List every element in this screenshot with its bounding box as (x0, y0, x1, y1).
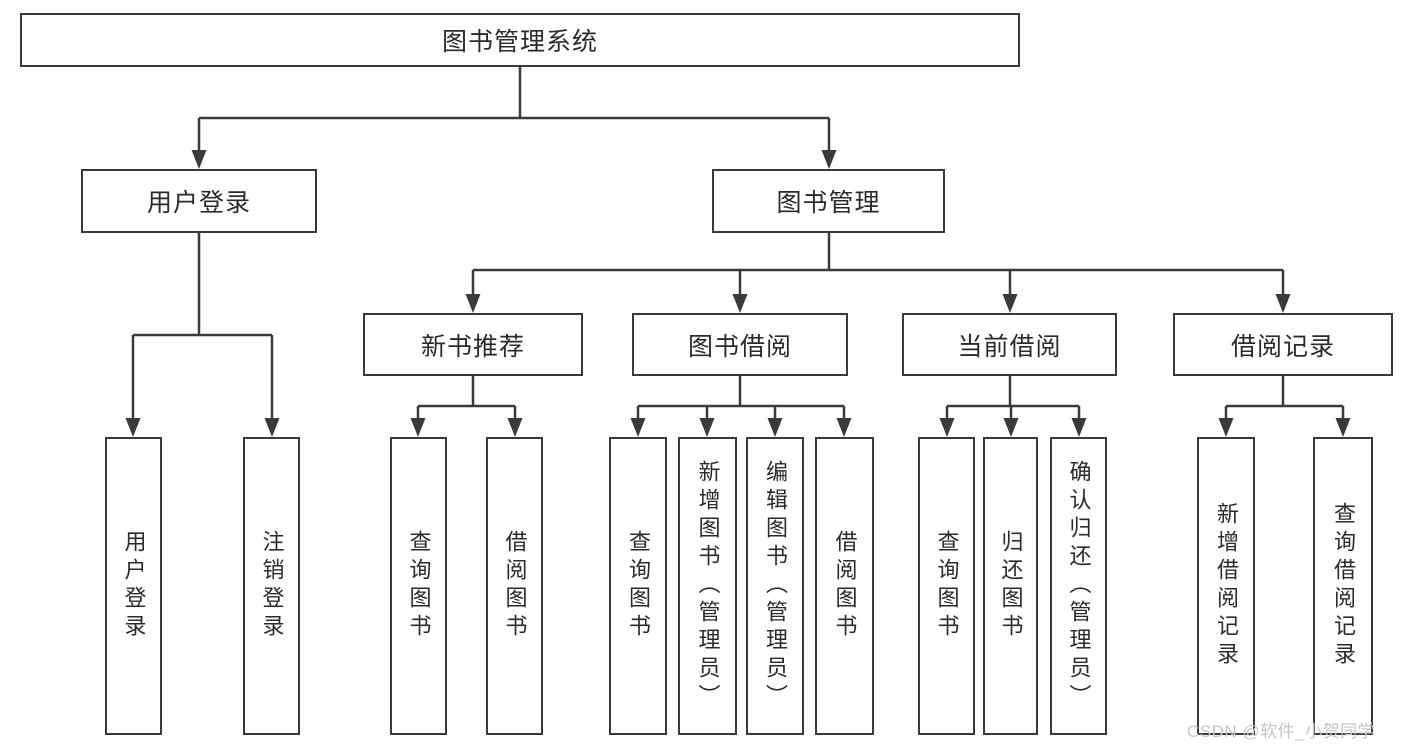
leaf-add-borrow-record: 新增借阅记录 (1197, 437, 1255, 735)
arrowheads-level2 (465, 294, 1291, 313)
leaf-borrow-books-2-label: 借阅图书 (832, 530, 858, 642)
leaf-query-books-2-label: 查询图书 (626, 530, 651, 642)
leaf-query-borrow-record: 查询借阅记录 (1313, 437, 1373, 735)
node-current-borrowing: 当前借阅 (902, 313, 1117, 376)
leaf-borrow-books-2: 借阅图书 (815, 437, 874, 735)
leaf-query-borrow-record-label: 查询借阅记录 (1331, 502, 1356, 670)
leaf-confirm-return-admin: 确认归还（管理员） (1050, 437, 1107, 735)
leaf-query-books-1: 查询图书 (390, 437, 447, 735)
connector-root-to-level1 (197, 67, 831, 152)
leaf-edit-books-admin: 编辑图书（管理员） (746, 437, 804, 735)
connector-userlogin-to-leaves (131, 233, 274, 420)
node-borrowing-records-label: 借阅记录 (1230, 332, 1335, 361)
arrowheads-borrowrec-leaves (1218, 418, 1351, 437)
node-root-label: 图书管理系统 (441, 28, 598, 56)
node-book-management: 图书管理 (712, 169, 945, 233)
node-book-borrowing-label: 图书借阅 (687, 332, 792, 361)
leaf-add-books-admin: 新增图书（管理员） (678, 437, 737, 735)
node-book-borrowing: 图书借阅 (632, 313, 848, 376)
leaf-query-books-2: 查询图书 (609, 437, 667, 735)
leaf-confirm-return-admin-label: 确认归还（管理员） (1066, 460, 1092, 712)
csdn-watermark: CSDN @软件_小贺同学 (1187, 722, 1376, 741)
connector-bookborrow-to-leaves (636, 376, 846, 420)
leaf-user-login-label: 用户登录 (121, 530, 147, 642)
connector-curborrow-to-leaves (945, 376, 1081, 420)
node-book-management-label: 图书管理 (776, 189, 881, 217)
arrowheads-curborrow-leaves (939, 418, 1087, 437)
node-user-login-label: 用户登录 (146, 189, 251, 217)
leaf-borrow-books-1: 借阅图书 (486, 437, 543, 735)
connector-borrowrec-to-leaves (1224, 376, 1345, 420)
leaf-logout: 注销登录 (243, 437, 300, 735)
node-root-system: 图书管理系统 (20, 13, 1020, 67)
leaf-query-books-1-label: 查询图书 (406, 530, 432, 642)
leaf-edit-books-admin-label: 编辑图书（管理员） (763, 460, 788, 712)
leaf-add-borrow-record-label: 新增借阅记录 (1214, 502, 1239, 670)
arrowheads-newbookrec-leaves (410, 418, 523, 437)
connector-bookmgmt-to-level2 (471, 233, 1285, 296)
node-new-book-recommend-label: 新书推荐 (420, 332, 525, 361)
node-user-login: 用户登录 (81, 169, 317, 233)
leaf-query-books-3: 查询图书 (918, 437, 975, 735)
arrowheads-userlogin-leaves (125, 418, 280, 437)
node-current-borrowing-label: 当前借阅 (957, 332, 1062, 361)
leaf-borrow-books-1-label: 借阅图书 (502, 530, 528, 642)
connector-newbookrec-to-leaves (416, 376, 517, 420)
node-borrowing-records: 借阅记录 (1173, 313, 1393, 376)
arrowheads-level1 (191, 150, 837, 169)
arrowheads-bookborrow-leaves (630, 418, 852, 437)
leaf-return-books-label: 归还图书 (998, 530, 1024, 642)
leaf-query-books-3-label: 查询图书 (934, 530, 960, 642)
leaf-return-books: 归还图书 (983, 437, 1038, 735)
leaf-logout-label: 注销登录 (259, 530, 285, 642)
node-new-book-recommend: 新书推荐 (363, 313, 583, 376)
leaf-user-login: 用户登录 (105, 437, 162, 735)
leaf-add-books-admin-label: 新增图书（管理员） (695, 460, 721, 712)
